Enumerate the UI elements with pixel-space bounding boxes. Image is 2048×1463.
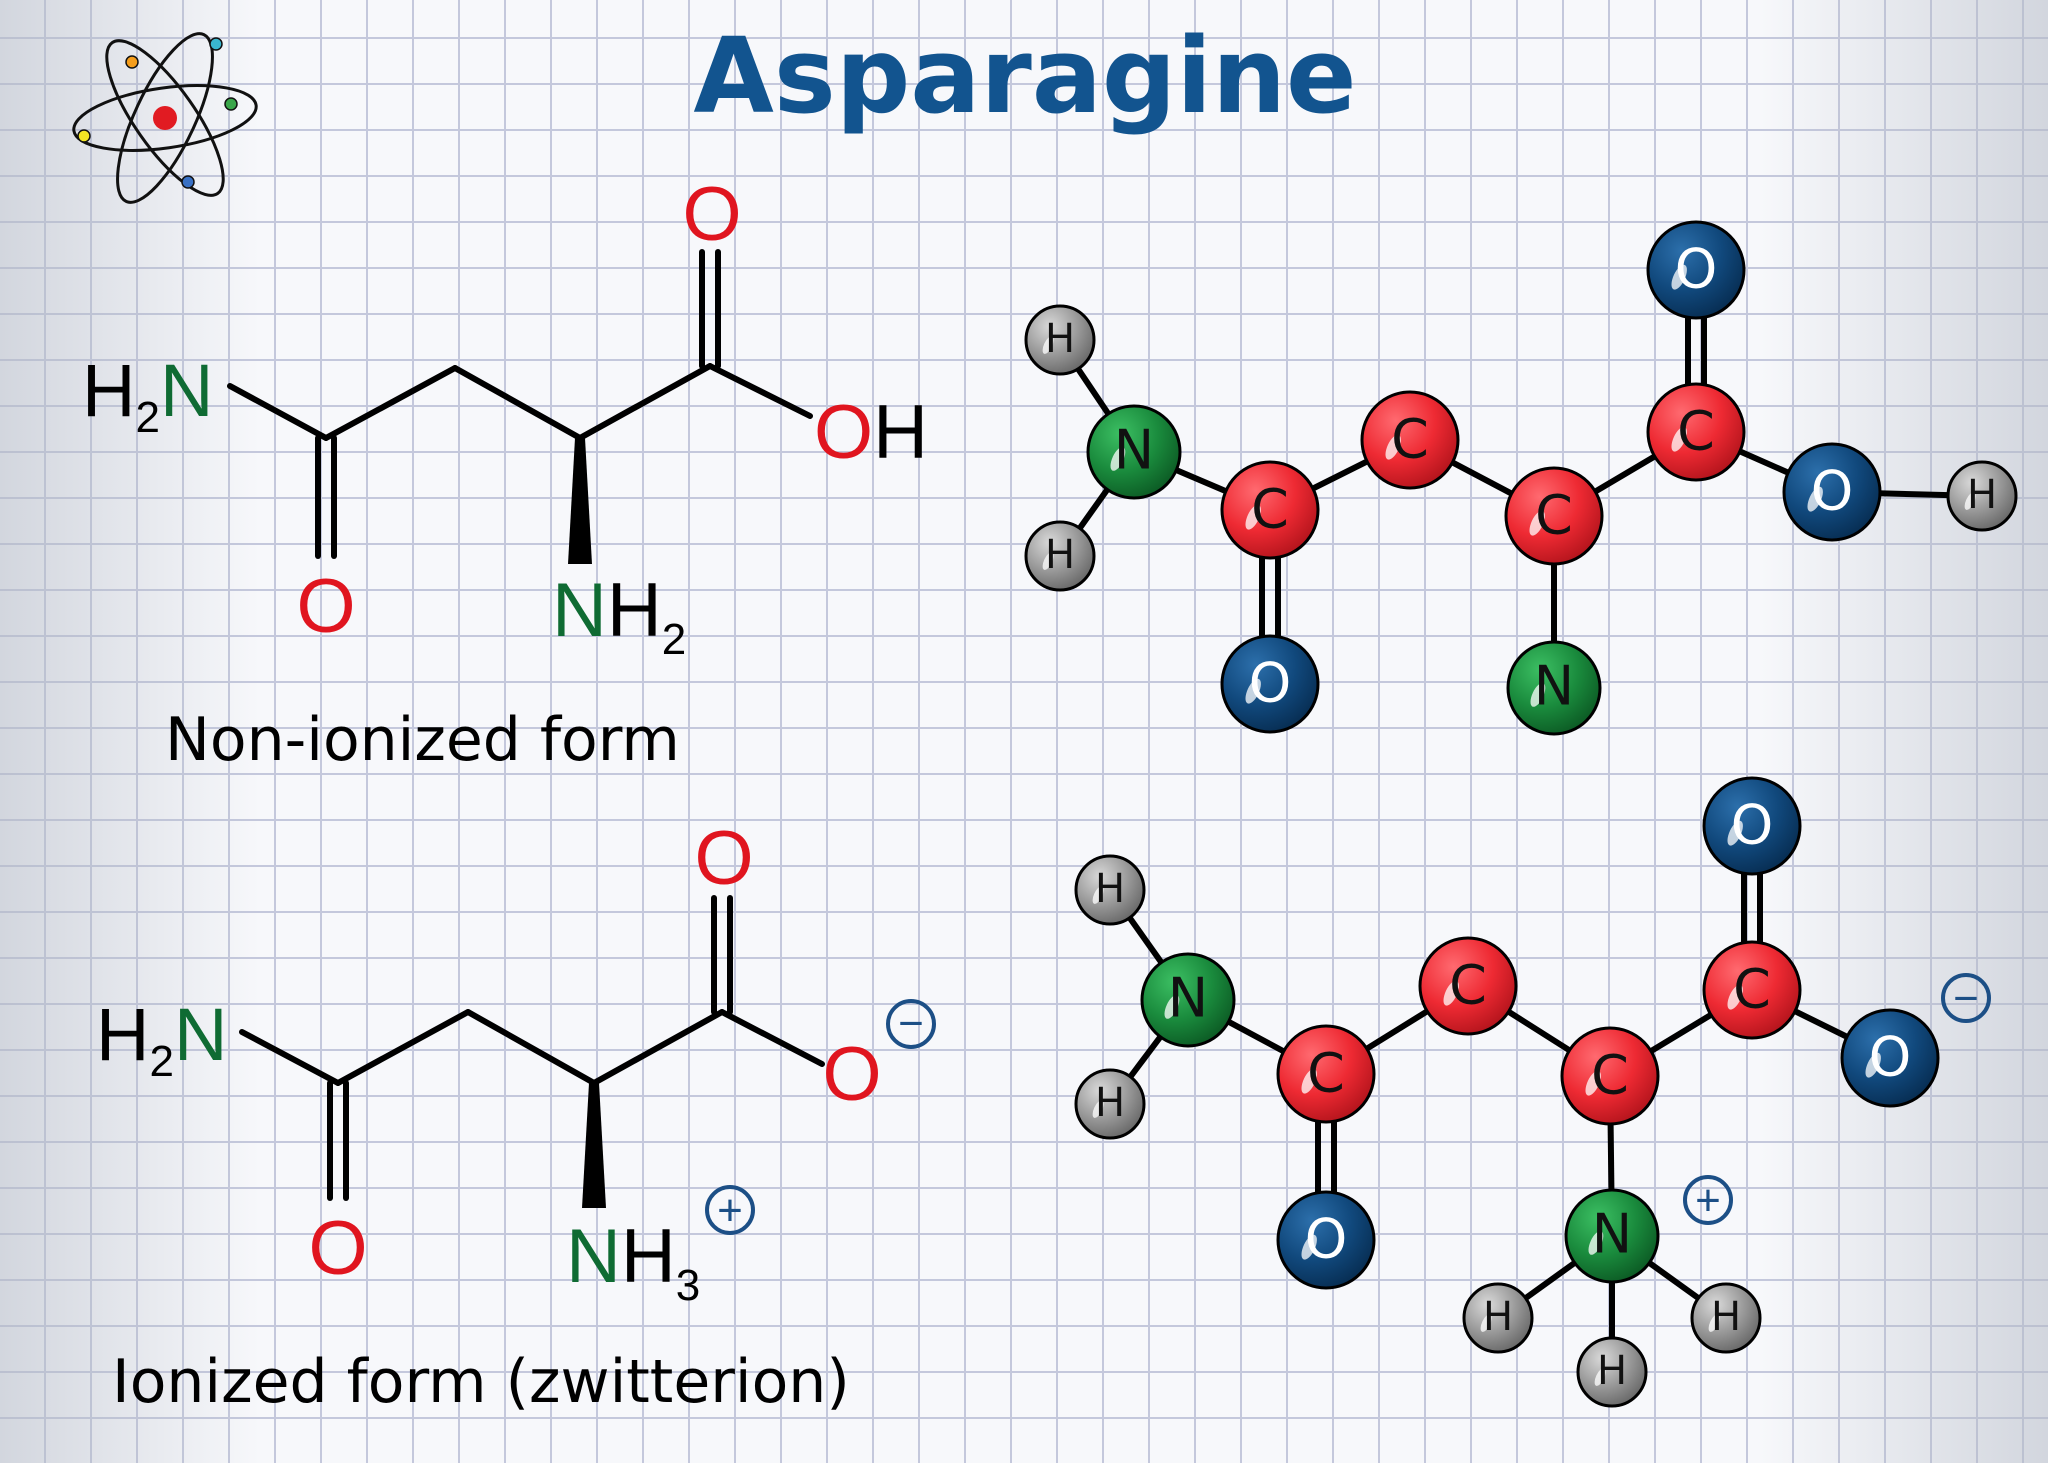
top-model-atom-h2: H xyxy=(1024,520,1096,592)
bottom-model-atom-c4: C xyxy=(1702,940,1802,1040)
top-ball-and-stick-model: H H N C O C C N C O O H xyxy=(1024,220,2018,736)
top-model-atom-label-c2: C xyxy=(1391,407,1429,470)
bottom-model-atom-label-o1: O xyxy=(1305,1207,1348,1270)
bottom-model-atom-label-h1: H xyxy=(1095,866,1125,912)
bottom-model-atom-h2: H xyxy=(1074,1068,1146,1140)
bottom-model-atom-label-c1: C xyxy=(1307,1041,1345,1104)
bottom-plus-sign: + xyxy=(717,1186,743,1235)
bottom-model-atom-label-c2: C xyxy=(1449,953,1487,1016)
top-amide-oxygen: O xyxy=(296,564,355,649)
bottom-model-atom-c2: C xyxy=(1418,936,1518,1036)
bottom-wedge-bond xyxy=(582,1083,606,1208)
bottom-model-plus-charge-icon: + xyxy=(1683,1175,1733,1225)
page-title: Asparagine xyxy=(693,15,1356,137)
bottom-model-atom-label-n2: N xyxy=(1592,1203,1632,1266)
bottom-ball-and-stick-model: H H N C O C C N H H H C O O − + xyxy=(1074,776,1991,1408)
bottom-minus-charge-icon: − xyxy=(886,999,936,1049)
top-model-atom-label-o1: O xyxy=(1249,651,1292,714)
bottom-model-minus-sign: − xyxy=(1953,974,1979,1023)
bottom-model-atom-c3: C xyxy=(1560,1026,1660,1126)
bottom-model-minus-charge-icon: − xyxy=(1941,973,1991,1023)
bottom-model-atom-label-c4: C xyxy=(1733,957,1771,1020)
bottom-model-atom-o2: O xyxy=(1702,776,1802,876)
top-model-atom-label-c4: C xyxy=(1677,399,1715,462)
bottom-model-atom-h1: H xyxy=(1074,854,1146,926)
top-model-atom-c4: C xyxy=(1646,382,1746,482)
top-alpha-amine: NH2 xyxy=(552,568,686,664)
top-model-atom-label-h1: H xyxy=(1045,316,1075,362)
bottom-model-atom-label-o2: O xyxy=(1731,793,1774,856)
top-model-atom-label-c1: C xyxy=(1251,477,1289,540)
bottom-model-atom-h5: H xyxy=(1576,1336,1648,1408)
top-wedge-bond xyxy=(568,438,592,564)
bottom-model-atom-label-h2: H xyxy=(1095,1080,1125,1126)
top-model-atom-label-n: N xyxy=(1114,419,1154,482)
top-acid-oxygen: O xyxy=(682,172,741,257)
top-model-atom-label-n2: N xyxy=(1534,655,1574,718)
bottom-amide-oxygen: O xyxy=(308,1206,367,1291)
bottom-model-atoms: H H N C O C C N H H H C O O xyxy=(1074,776,1940,1408)
bottom-model-atom-label-o3: O xyxy=(1869,1025,1912,1088)
bottom-structural-formula: H2N O O O − NH3 + Ionized form (zwitteri… xyxy=(96,816,936,1417)
bottom-minus-sign: − xyxy=(898,999,924,1048)
top-structural-formula: H2N O O OH NH2 Non-ionized form xyxy=(82,172,928,775)
bottom-model-atom-label-n: N xyxy=(1168,967,1208,1030)
bottom-alpha-amine: NH3 xyxy=(566,1214,700,1310)
bottom-model-plus-sign: + xyxy=(1695,1176,1721,1225)
top-model-atoms: H H N C O C C N C O O H xyxy=(1024,220,2018,736)
bottom-model-atom-n2: N xyxy=(1564,1188,1660,1284)
atom-logo-icon xyxy=(72,32,258,204)
top-model-atom-h1: H xyxy=(1024,304,1096,376)
bottom-amide-nh2: H2N xyxy=(96,993,227,1086)
bottom-model-atom-o3: O xyxy=(1840,1008,1940,1108)
bottom-carboxylate-oxygen: O xyxy=(822,1032,881,1117)
top-model-atom-label-o3: O xyxy=(1811,459,1854,522)
top-model-atom-o2: O xyxy=(1646,220,1746,320)
bottom-model-atom-label-h5: H xyxy=(1597,1348,1627,1394)
bottom-model-atom-h4: H xyxy=(1462,1282,1534,1354)
bottom-model-atom-label-h6: H xyxy=(1711,1294,1741,1340)
top-model-atom-n: N xyxy=(1086,404,1182,500)
bottom-formula-bonds xyxy=(239,895,825,1201)
top-model-atom-label-c3: C xyxy=(1535,483,1573,546)
top-model-atom-label-h3: H xyxy=(1967,472,1997,518)
top-caption: Non-ionized form xyxy=(165,705,680,775)
top-model-atom-o3: O xyxy=(1782,442,1882,542)
top-formula-bonds xyxy=(227,249,813,559)
bottom-plus-charge-icon: + xyxy=(705,1185,755,1235)
top-model-atom-label-h2: H xyxy=(1045,532,1075,578)
top-model-atom-o1: O xyxy=(1220,634,1320,734)
bottom-acid-oxygen: O xyxy=(694,816,753,901)
top-model-atom-c2: C xyxy=(1360,390,1460,490)
bottom-model-atom-n: N xyxy=(1140,952,1236,1048)
top-model-atom-label-o2: O xyxy=(1675,237,1718,300)
top-amide-nh2: H2N xyxy=(82,349,213,442)
bottom-caption: Ionized form (zwitterion) xyxy=(112,1347,850,1417)
bottom-model-atom-h6: H xyxy=(1690,1282,1762,1354)
top-acid-hydroxyl: OH xyxy=(814,390,928,475)
bottom-model-atom-o1: O xyxy=(1276,1190,1376,1290)
top-model-atom-c1: C xyxy=(1220,460,1320,560)
top-model-atom-n2: N xyxy=(1506,640,1602,736)
bottom-model-atom-label-h4: H xyxy=(1483,1294,1513,1340)
bottom-model-atom-label-c3: C xyxy=(1591,1043,1629,1106)
top-model-atom-c3: C xyxy=(1504,466,1604,566)
top-model-atom-h3: H xyxy=(1946,460,2018,532)
bottom-model-atom-c1: C xyxy=(1276,1024,1376,1124)
